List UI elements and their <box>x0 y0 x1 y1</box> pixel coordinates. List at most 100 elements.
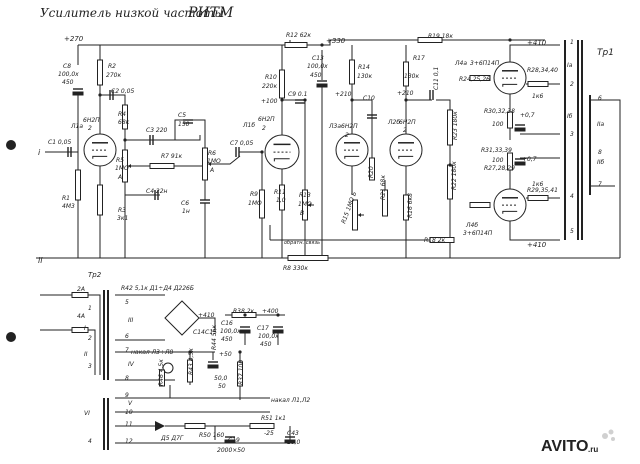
c18-capacitor <box>207 361 219 369</box>
punch-hole-top <box>6 140 16 150</box>
r24-resistor <box>469 75 491 81</box>
c8-label-2: 450 <box>62 79 74 86</box>
c9-label: C9 0.1 <box>288 91 307 98</box>
tr1-w-ia: Ia <box>567 62 573 69</box>
l4-label-0: Л4а <box>454 60 467 67</box>
tr1-pin-8: 8 <box>598 149 602 156</box>
r51-resistor <box>249 423 275 429</box>
tr2-pin-7: 7 <box>125 347 129 354</box>
v210a: +210 <box>335 91 352 98</box>
watermark-dots-icon <box>602 429 615 441</box>
wire <box>509 44 560 62</box>
wire <box>590 99 621 258</box>
wire <box>88 294 101 375</box>
c-cathode-1 <box>514 124 526 132</box>
c16-label-0: C16 <box>221 320 233 327</box>
r9-label-0: R9 <box>250 191 258 198</box>
r29-resistor <box>527 195 549 201</box>
c4-label: C4 22н <box>146 188 168 195</box>
r1-label-1: 4М3 <box>62 203 75 210</box>
capacitor-plate-filled <box>514 127 526 132</box>
c8-label-1: 100,0x <box>58 71 79 78</box>
r50-resistor <box>184 423 206 429</box>
r16-label: R16 6к8 <box>407 193 414 218</box>
tr2-w-v: V <box>128 400 133 407</box>
c7-label: C7 0,05 <box>230 140 253 147</box>
c13-label-0: C13 <box>312 55 324 62</box>
l2-label-1: 6Н2П <box>399 119 416 126</box>
l1b-label-2: 2 <box>262 125 266 132</box>
c43-capacitor <box>284 436 296 444</box>
capacitor-plate-filled <box>72 91 84 96</box>
r11-label-1: 1,0 <box>276 197 286 204</box>
r11-label-0: R11 <box>274 189 286 196</box>
r51-label: R51 1к1 <box>261 415 286 422</box>
wire <box>509 221 560 241</box>
junction-dot <box>350 98 354 102</box>
pot-wiper-arrow <box>308 203 311 207</box>
tr2-w-vi: VI <box>84 410 90 417</box>
tr1-pin-7: 7 <box>598 181 602 188</box>
wire <box>282 99 306 110</box>
l4b-label-0: Л4б <box>465 222 478 229</box>
r8-label: R8 330к <box>283 265 308 272</box>
tr2-w-ii: II <box>84 351 88 358</box>
c11-capacitor <box>429 90 434 100</box>
capacitor-plate-filled <box>239 329 251 334</box>
l1b-label-1: 6Н2П <box>258 116 275 123</box>
tr2-pin-5: 5 <box>125 299 129 306</box>
c-cathode-2 <box>514 158 526 166</box>
v25: -25 <box>264 430 274 437</box>
r3-resistor <box>97 184 103 216</box>
r20-resistor <box>369 157 375 181</box>
r17-label: R17 <box>413 55 425 62</box>
c43-label-0: C43 <box>287 430 299 437</box>
tr1-pin-4: 4 <box>570 193 574 200</box>
tr2-pin-12: 12 <box>125 438 133 445</box>
zener-diode-d5 <box>155 421 165 431</box>
c43-label-1: 10,0 <box>287 439 301 446</box>
tr1-w-ib: Iб <box>567 113 573 120</box>
tr1-w-iib: IIб <box>597 159 605 166</box>
c5-label-1: 150 <box>178 121 190 128</box>
c5-capacitor <box>183 119 193 124</box>
tube-cathode <box>273 158 290 162</box>
r23-label: R23 180к <box>452 111 459 140</box>
l2-label-2: 2 <box>403 127 407 134</box>
rail-410-top: +410 <box>527 39 547 47</box>
junction-dot <box>320 43 324 47</box>
r24-label: R24,25,26 <box>459 76 490 83</box>
wire <box>214 155 241 165</box>
c1-label: C1 0,05 <box>48 139 71 146</box>
r13-label-1: 1МО <box>298 201 312 208</box>
r13-label-0: R13 <box>299 192 311 199</box>
c6-capacitor <box>200 199 210 204</box>
junction-dot <box>448 163 452 167</box>
tr2-pin-9: 9 <box>125 392 129 399</box>
junction-dot <box>260 150 264 154</box>
r16-resistor <box>403 194 409 221</box>
w100a: 100 <box>492 121 504 128</box>
c16-capacitor <box>239 326 251 334</box>
r21-resistor <box>382 189 388 217</box>
r3-label-0: R3 <box>118 207 126 214</box>
capacitor-plate-filled <box>284 439 296 444</box>
tr2-pin-4: 4 <box>88 438 92 445</box>
watermark-suffix: .ru <box>588 445 598 454</box>
r5-label-2: А <box>117 174 122 181</box>
r29-label: R29,35,41 <box>527 187 558 194</box>
c8-capacitor <box>72 88 84 96</box>
pilot-lamp-icon <box>162 362 174 374</box>
junction-dot <box>243 313 247 317</box>
tr2-w-iv: IV <box>128 361 135 368</box>
l4a-tube <box>493 61 527 95</box>
c1-capacitor <box>67 147 72 157</box>
junction-dot <box>404 98 408 102</box>
r38-label: R38 2к <box>233 308 255 315</box>
r20-label: R20 <box>368 166 375 178</box>
r9-label-1: 1МО <box>248 200 262 207</box>
feedback-label: обратн. связь <box>284 240 320 246</box>
b-plus-rail <box>78 39 545 46</box>
c15-label: C15 <box>205 329 217 336</box>
l1b-tube <box>264 134 300 170</box>
